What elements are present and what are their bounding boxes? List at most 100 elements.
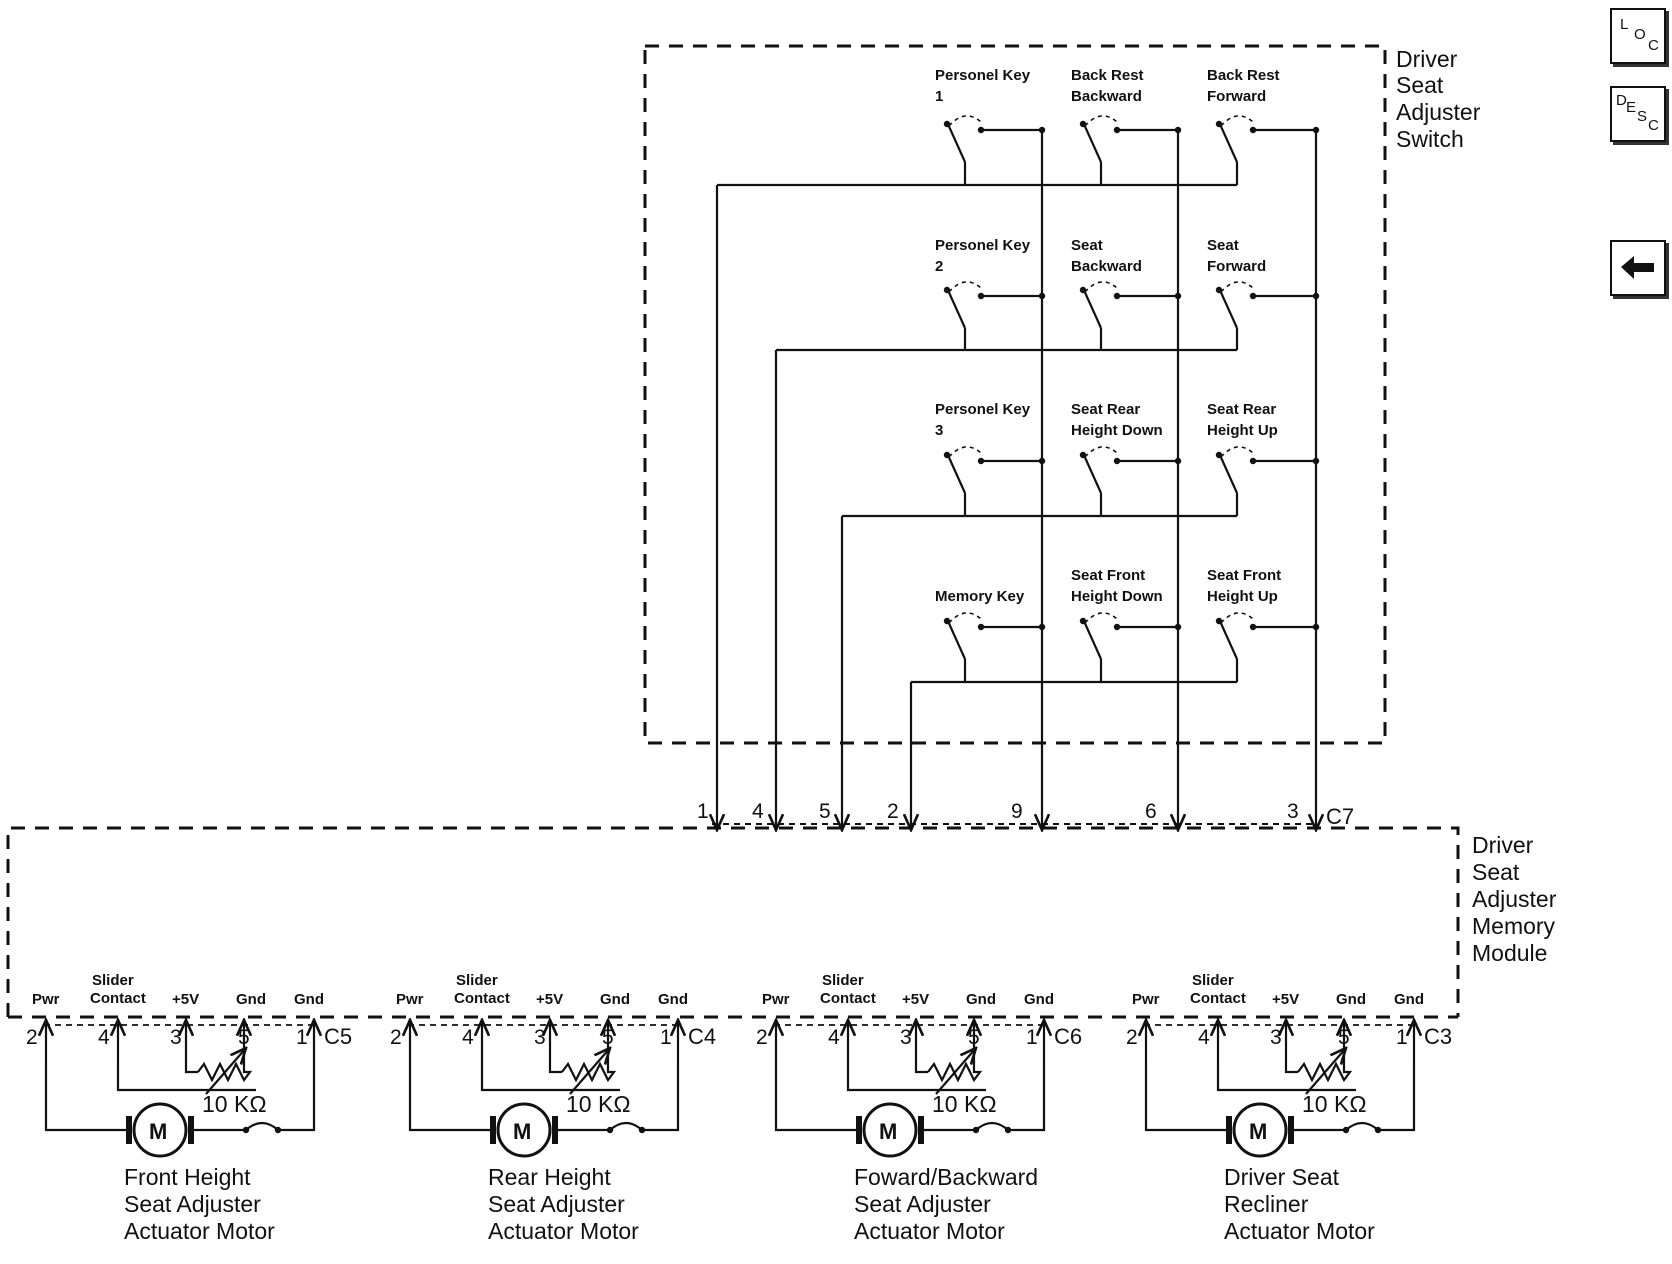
pin-number: 4 xyxy=(1198,1026,1210,1049)
circuit-breaker xyxy=(975,1121,1009,1131)
bus-junction xyxy=(1312,623,1320,631)
switch-blade xyxy=(1217,287,1239,329)
bus-junction xyxy=(1312,292,1320,300)
switch-actuator-dashed xyxy=(1220,446,1254,458)
c7-label: C7 xyxy=(1326,804,1354,829)
module-boundary xyxy=(6,826,1460,1017)
motor-connector-label: C4 xyxy=(688,1024,716,1049)
pin-label-5v: +5V xyxy=(902,991,929,1008)
switch-blade xyxy=(1081,452,1103,494)
motor-brush xyxy=(188,1116,194,1144)
pin-number: 3 xyxy=(1270,1026,1282,1049)
pin-label-pwr: Pwr xyxy=(762,991,790,1008)
switch-blade xyxy=(1081,618,1103,660)
back-arrow-icon xyxy=(1621,256,1654,279)
pin-number: 2 xyxy=(756,1026,768,1049)
pot-wiper-arrow xyxy=(205,1048,246,1095)
bus-junction xyxy=(1038,623,1046,631)
loc-c-glyph: C xyxy=(1648,37,1659,54)
switch-blade xyxy=(1081,121,1103,163)
motor-letter: M xyxy=(149,1119,167,1144)
switch-pivot xyxy=(1079,617,1087,625)
pin-number: 2 xyxy=(390,1026,402,1049)
switch-label: Memory Key xyxy=(935,588,1025,605)
gnd-wire xyxy=(278,1060,316,1132)
c7-pin-number: 1 xyxy=(697,800,709,823)
resistor-value: 10 KΩ xyxy=(932,1091,997,1117)
pwr-wire xyxy=(408,1060,490,1132)
switch-blade xyxy=(1081,287,1103,329)
pot-wire xyxy=(914,1060,928,1074)
motor-connector-label: C6 xyxy=(1054,1024,1082,1049)
switch-pivot xyxy=(1215,120,1223,128)
resistor-zigzag xyxy=(561,1060,617,1083)
loc-button[interactable]: L O C xyxy=(1610,8,1666,64)
resistor-zigzag xyxy=(197,1060,253,1083)
gnd-wire xyxy=(642,1060,680,1132)
pin-number: 4 xyxy=(828,1026,840,1049)
pin-label-gnd: Gnd xyxy=(1394,991,1424,1008)
switch-pivot xyxy=(943,617,951,625)
motor-brush xyxy=(126,1116,132,1144)
switch-actuator-dashed xyxy=(1220,281,1254,293)
c7-pin-number: 5 xyxy=(819,800,831,823)
switch-title: Driver Seat Adjuster Switch xyxy=(1396,46,1487,152)
switch-blade xyxy=(945,618,967,660)
pin-label-gnd: Gnd xyxy=(1336,991,1366,1008)
back-button[interactable] xyxy=(1610,240,1666,296)
gnd-wire xyxy=(1378,1060,1416,1132)
pot-wiper-arrow xyxy=(935,1048,976,1095)
pot-wiper-arrow xyxy=(569,1048,610,1095)
motor-letter: M xyxy=(879,1119,897,1144)
switch-blade xyxy=(1217,452,1239,494)
motor-connector-label: C5 xyxy=(324,1024,352,1049)
motor-icon xyxy=(1232,1102,1288,1158)
motor-brush xyxy=(552,1116,558,1144)
switch-pivot xyxy=(1079,286,1087,294)
motor-brush xyxy=(1288,1116,1294,1144)
switch-pivot xyxy=(1215,451,1223,459)
pwr-wire xyxy=(1144,1060,1226,1132)
switch-actuator-dashed xyxy=(1220,115,1254,127)
motor-icon xyxy=(496,1102,552,1158)
switch-pivot xyxy=(943,286,951,294)
motor-connector-label: C3 xyxy=(1424,1024,1452,1049)
switch-actuator-dashed xyxy=(1220,612,1254,624)
motor-letter: M xyxy=(1249,1119,1267,1144)
pin-number: 3 xyxy=(900,1026,912,1049)
motor-icon xyxy=(132,1102,188,1158)
resistor-value: 10 KΩ xyxy=(1302,1091,1367,1117)
pwr-wire xyxy=(774,1060,856,1132)
switch-actuator-dashed xyxy=(1084,281,1118,293)
pin-number: 3 xyxy=(170,1026,182,1049)
pin-label-gnd: Gnd xyxy=(1024,991,1054,1008)
pin-label-gnd: Gnd xyxy=(236,991,266,1008)
switch-actuator-dashed xyxy=(948,115,982,127)
pot-wire xyxy=(548,1060,562,1074)
gnd-wire xyxy=(1008,1060,1046,1132)
desc-e-glyph: E xyxy=(1626,99,1637,116)
desc-button[interactable]: D E S C xyxy=(1610,86,1666,142)
motor-brush xyxy=(918,1116,924,1144)
circuit-breaker xyxy=(245,1121,279,1131)
motor-brush xyxy=(490,1116,496,1144)
switch-blade xyxy=(945,121,967,163)
bus-junction xyxy=(1174,457,1182,465)
pin-label-5v: +5V xyxy=(1272,991,1299,1008)
motor-letter: M xyxy=(513,1119,531,1144)
